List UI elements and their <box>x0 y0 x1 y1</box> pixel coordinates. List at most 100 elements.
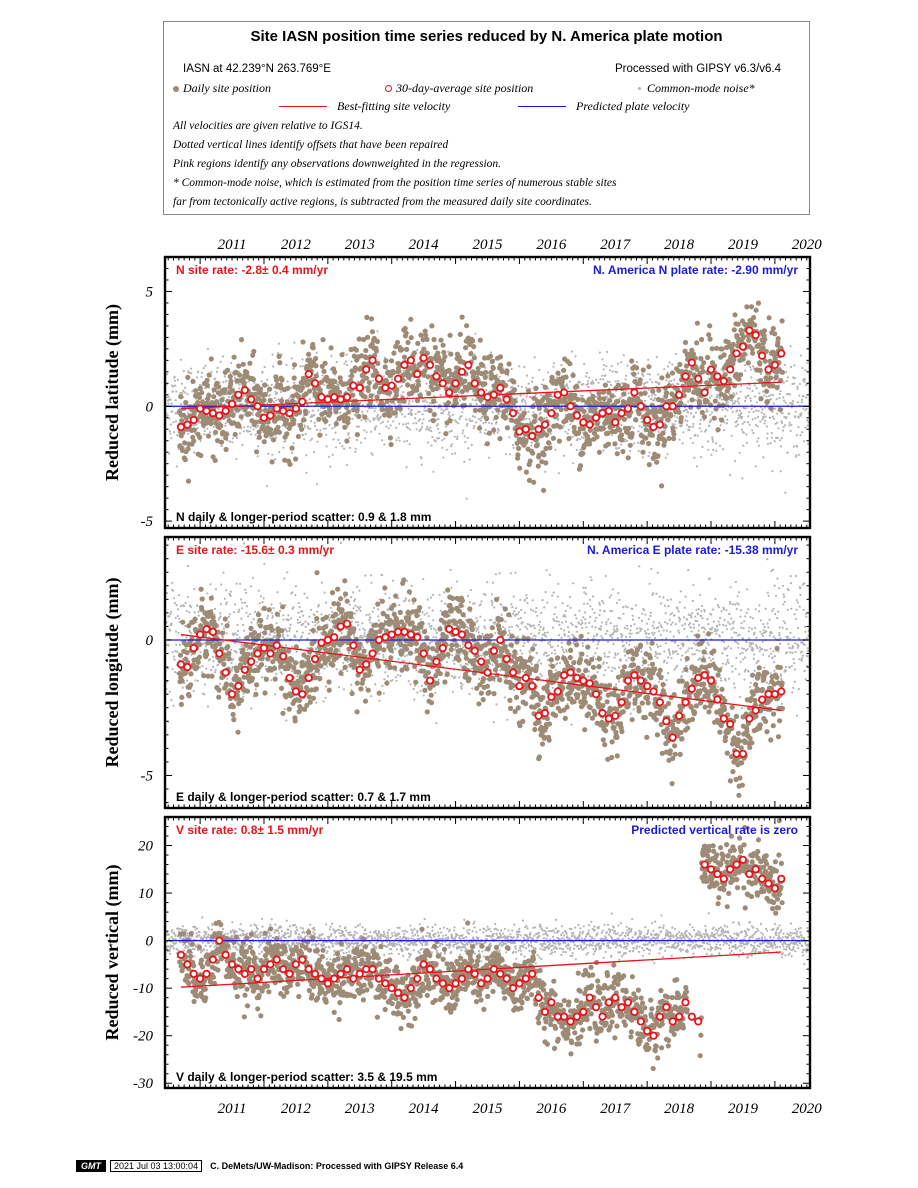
north-daily-point <box>538 416 544 422</box>
north-noise-point <box>752 410 755 413</box>
north-noise-point <box>773 407 777 410</box>
north-daily-point <box>206 392 212 398</box>
east-noise-point <box>197 610 200 613</box>
north-noise-point <box>781 421 784 424</box>
north-noise-point <box>465 424 468 427</box>
north-noise-point <box>635 360 639 364</box>
north-noise-point <box>710 394 713 397</box>
north-noise-point <box>363 429 366 432</box>
north-noise-point <box>475 421 478 424</box>
north-noise-point <box>784 401 787 404</box>
north-daily-point <box>585 414 591 420</box>
north-daily-point <box>722 372 728 378</box>
east-noise-point <box>174 630 178 633</box>
north-daily-point <box>621 391 627 397</box>
north-noise-point <box>518 406 522 409</box>
north-noise-point <box>480 417 483 420</box>
north-noise-point <box>606 380 609 383</box>
north-noise-point <box>439 394 442 397</box>
north-daily-point <box>363 347 369 354</box>
east-noise-point <box>233 611 236 614</box>
north-daily-point <box>561 367 567 373</box>
east-noise-point <box>212 660 215 663</box>
north-daily-point <box>774 385 780 391</box>
north-noise-point <box>730 434 733 437</box>
north-noise-point <box>317 409 320 412</box>
north-noise-point <box>172 431 176 434</box>
north-noise-point <box>335 446 338 449</box>
north-daily-point <box>447 418 453 424</box>
north-noise-point <box>619 443 623 446</box>
north-daily-point <box>601 396 607 402</box>
north-daily-point <box>374 394 380 400</box>
north-noise-point <box>664 456 667 459</box>
north-daily-point <box>262 391 268 398</box>
north-noise-point <box>305 454 308 457</box>
north-daily-point <box>566 436 572 442</box>
east-noise-point <box>172 589 175 592</box>
north-noise-point <box>479 431 482 434</box>
north-daily-point <box>489 358 495 365</box>
north-noise-point <box>750 376 753 379</box>
north-noise-point <box>496 427 499 430</box>
north-daily-point <box>430 418 436 424</box>
north-noise-point <box>296 400 299 403</box>
north-daily-point <box>198 452 204 459</box>
north-noise-point <box>601 358 604 361</box>
north-daily-point <box>446 367 452 373</box>
north-noise-point <box>230 361 233 364</box>
site-coordinates: IASN at 42.239°N 263.769°E <box>183 63 331 75</box>
north-noise-point <box>733 460 737 463</box>
east-noise-point <box>270 612 274 615</box>
north-noise-point <box>523 400 527 403</box>
east-noise-point <box>317 620 320 624</box>
north-noise-point <box>681 442 684 445</box>
north-daily-point <box>414 387 420 393</box>
north-noise-point <box>673 414 676 417</box>
north-daily-point <box>712 398 718 404</box>
north-daily-point <box>483 406 489 412</box>
north-average-point <box>726 365 735 374</box>
north-noise-point <box>435 401 438 404</box>
north-noise-point <box>267 452 270 455</box>
east-noise-point <box>329 606 332 609</box>
north-noise-point <box>635 376 638 379</box>
north-daily-point <box>295 433 301 440</box>
north-noise-point <box>217 407 220 410</box>
north-daily-point <box>179 418 185 424</box>
north-noise-point <box>752 432 755 435</box>
north-noise-point <box>416 410 420 413</box>
north-noise-point <box>751 389 754 392</box>
north-noise-point <box>647 455 650 458</box>
north-panel <box>163 255 812 530</box>
north-noise-point <box>504 453 508 456</box>
north-noise-point <box>719 444 722 447</box>
north-daily-point <box>193 388 199 394</box>
north-noise-point <box>174 384 177 387</box>
north-noise-point <box>248 430 251 433</box>
north-noise-point <box>602 378 605 381</box>
east-noise-point <box>173 602 176 605</box>
north-daily-point <box>731 327 737 333</box>
north-noise-point <box>754 395 757 398</box>
north-noise-point <box>699 422 702 426</box>
north-noise-point <box>685 408 688 411</box>
north-daily-point <box>740 356 746 362</box>
north-noise-point <box>315 428 318 431</box>
north-noise-point <box>795 434 798 437</box>
east-noise-point <box>179 605 182 608</box>
north-noise-point <box>643 399 647 402</box>
east-noise-point <box>324 685 327 688</box>
north-average-point <box>521 425 530 434</box>
north-noise-point <box>212 425 215 428</box>
north-daily-point <box>448 351 454 357</box>
north-noise-point <box>275 436 278 439</box>
north-daily-point <box>251 348 257 355</box>
north-noise-point <box>685 415 688 418</box>
north-daily-point <box>191 438 197 444</box>
north-daily-point <box>750 350 756 356</box>
north-daily-point <box>531 479 537 485</box>
north-noise-point <box>334 431 337 434</box>
north-noise-point <box>637 430 640 433</box>
north-noise-point <box>721 448 725 451</box>
